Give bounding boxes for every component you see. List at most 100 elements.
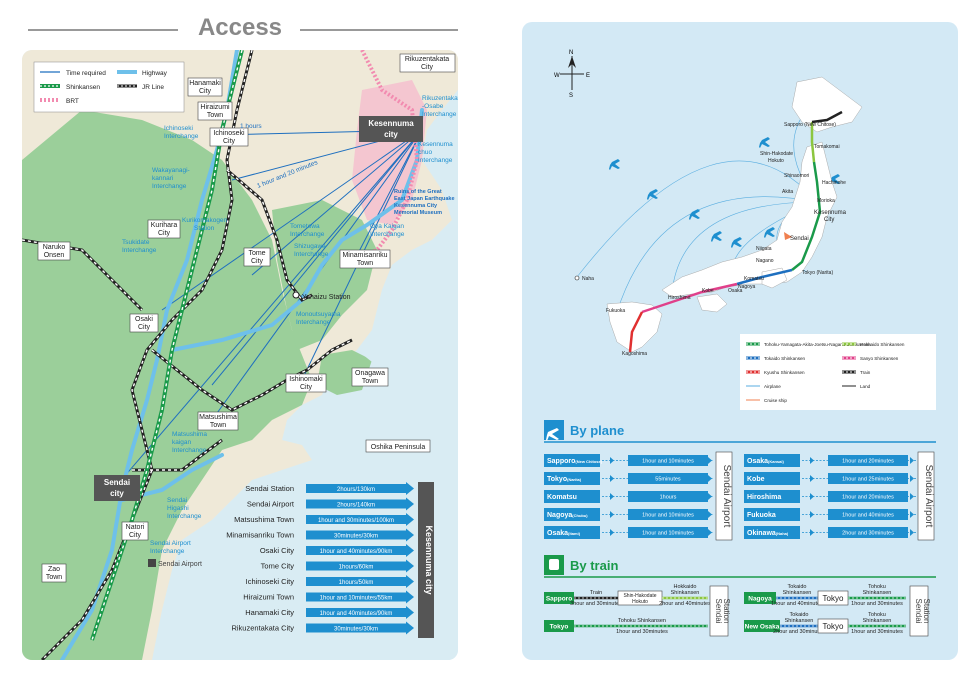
svg-text:Morioka: Morioka bbox=[817, 198, 835, 204]
svg-text:Town: Town bbox=[210, 422, 226, 429]
plane-arrow-icon bbox=[810, 529, 814, 536]
table-time-bar bbox=[306, 499, 406, 509]
table-time: 2hours/130km bbox=[337, 487, 375, 493]
box-oshika: Oshika Peninsula bbox=[371, 444, 426, 451]
svg-text:Shizugawa: Shizugawa bbox=[294, 243, 326, 250]
legend-label-sanyo: Sanyo Shinkansen bbox=[860, 356, 899, 361]
access-table: Kesennuma city Sendai Station 2hours/130k… bbox=[226, 482, 434, 638]
svg-text:N: N bbox=[569, 50, 573, 56]
plane-origin: Sapporo(New Chitose) bbox=[547, 458, 603, 465]
plane-destination: Sendai Airport bbox=[721, 465, 732, 528]
table-time: 1hours/60km bbox=[339, 565, 374, 571]
svg-text:Shinkansen: Shinkansen bbox=[783, 590, 812, 596]
plane-time-bar bbox=[828, 455, 908, 466]
svg-text:Nagoya: Nagoya bbox=[738, 284, 755, 290]
sendai-label-2: city bbox=[110, 489, 124, 498]
plane-destination-box bbox=[917, 451, 935, 541]
access-title: Access bbox=[197, 14, 283, 41]
svg-text:City: City bbox=[158, 230, 171, 237]
kesennuma-box bbox=[359, 116, 423, 142]
table-origin: Sendai Station bbox=[245, 484, 294, 493]
table-time: 1hours/50km bbox=[339, 580, 374, 586]
yanaizu-station: Yanaizu Station bbox=[302, 294, 351, 301]
legend-brt: BRT bbox=[66, 98, 79, 105]
forest-area-east bbox=[272, 200, 377, 350]
table-time-bar bbox=[306, 484, 406, 493]
box-zao: Zao bbox=[48, 566, 60, 573]
plane-origin-box bbox=[744, 508, 800, 521]
svg-text:Tohoku Shinkansen: Tohoku Shinkansen bbox=[618, 618, 666, 624]
svg-text:Naha: Naha bbox=[582, 276, 594, 282]
train-origin-box bbox=[544, 620, 574, 632]
table-origin: Ichinoseki City bbox=[246, 577, 295, 586]
plane-origin-box bbox=[744, 490, 800, 503]
plane-arrow-icon bbox=[810, 475, 814, 482]
svg-text:Shin-Hakodate: Shin-Hakodate bbox=[760, 151, 793, 157]
svg-text:Interchange: Interchange bbox=[164, 133, 199, 140]
svg-text:City: City bbox=[129, 532, 142, 539]
table-time-bar bbox=[306, 623, 406, 633]
svg-text:Hiroshima: Hiroshima bbox=[668, 295, 691, 301]
svg-text:Sapporo (New Chitose): Sapporo (New Chitose) bbox=[784, 122, 836, 128]
svg-text:Tomakomai: Tomakomai bbox=[814, 144, 840, 150]
svg-text:Oya Kaigan: Oya Kaigan bbox=[370, 223, 404, 230]
table-origin: Tome City bbox=[261, 562, 295, 571]
legend-highway: Highway bbox=[142, 70, 168, 77]
svg-text:Town: Town bbox=[362, 378, 378, 385]
svg-text:Town: Town bbox=[46, 574, 62, 581]
plane-arrow-icon bbox=[610, 511, 614, 518]
table-time-bar bbox=[306, 561, 406, 571]
table-time: 1hour and 40minutes/90km bbox=[320, 611, 393, 617]
table-arrow-icon bbox=[406, 621, 414, 635]
plane-time: 1hour and 10minutes bbox=[642, 459, 694, 465]
plane-origin: Hiroshima bbox=[747, 494, 781, 501]
naha-marker bbox=[574, 275, 580, 281]
svg-text:Ichinoseki: Ichinoseki bbox=[164, 125, 193, 132]
svg-text:Fukuoka: Fukuoka bbox=[606, 308, 625, 314]
svg-text:Kesennuma City: Kesennuma City bbox=[394, 203, 438, 209]
svg-text:City: City bbox=[223, 138, 236, 145]
svg-text:Wakayanagi-: Wakayanagi- bbox=[152, 167, 190, 174]
legend-label-cruise: Cruise ship bbox=[764, 398, 787, 403]
ruins-label: Ruins of the Great East Japan Earthquake… bbox=[394, 189, 455, 216]
plane-origin-box bbox=[544, 508, 600, 521]
svg-text:Sendai: Sendai bbox=[790, 236, 809, 242]
by-plane-section: By plane Sapporo(New Chitose)1hour and 1… bbox=[544, 420, 936, 541]
plane-arrow-icon bbox=[810, 457, 814, 464]
svg-text:Hokkaido: Hokkaido bbox=[674, 584, 697, 590]
svg-text:Sendai: Sendai bbox=[167, 497, 187, 504]
svg-text:Shinkansen: Shinkansen bbox=[863, 590, 892, 596]
by-train-heading: By train bbox=[570, 558, 618, 573]
plane-time-bar bbox=[828, 527, 908, 538]
plane-origin-box bbox=[544, 490, 600, 503]
svg-text:Kagoshima: Kagoshima bbox=[622, 351, 647, 357]
box-rikuzentakata: Rikuzentakata bbox=[405, 56, 449, 63]
svg-text:Kesennuma: Kesennuma bbox=[814, 210, 847, 216]
plane-time-bar bbox=[828, 491, 908, 502]
plane-origin-box bbox=[744, 454, 800, 467]
compass-icon: N S W E bbox=[554, 50, 590, 99]
table-time-bar bbox=[306, 592, 406, 602]
svg-text:W: W bbox=[554, 73, 560, 79]
train-origin: Tokyo bbox=[550, 624, 569, 631]
plane-arrow-icon bbox=[810, 511, 814, 518]
svg-text:East Japan Earthquake: East Japan Earthquake bbox=[394, 196, 455, 202]
table-destination: Kesennuma city bbox=[424, 525, 434, 594]
plane-origin-box bbox=[744, 472, 800, 485]
regional-access-map: Time required Highway Shinkansen JR Line… bbox=[22, 50, 458, 660]
yanaizu-station-marker bbox=[292, 291, 300, 299]
plane-destination-box bbox=[715, 451, 733, 541]
table-time-bar bbox=[306, 577, 406, 586]
plane-arrow-icon bbox=[610, 457, 614, 464]
svg-text:Tohoku: Tohoku bbox=[868, 584, 886, 590]
title-rule-right bbox=[300, 29, 458, 31]
plane-destination: Sendai Airport bbox=[923, 465, 934, 528]
plane-arrow-icon bbox=[810, 493, 814, 500]
svg-text:Interchange: Interchange bbox=[167, 513, 202, 520]
train-duration: 1hour and 30minutes bbox=[616, 629, 668, 635]
table-time-bar bbox=[306, 515, 406, 524]
svg-text:Interchange: Interchange bbox=[296, 319, 331, 326]
train-origin: Sapporo bbox=[546, 596, 572, 603]
table-arrow-icon bbox=[406, 590, 414, 604]
svg-text:Kobe: Kobe bbox=[702, 288, 714, 294]
